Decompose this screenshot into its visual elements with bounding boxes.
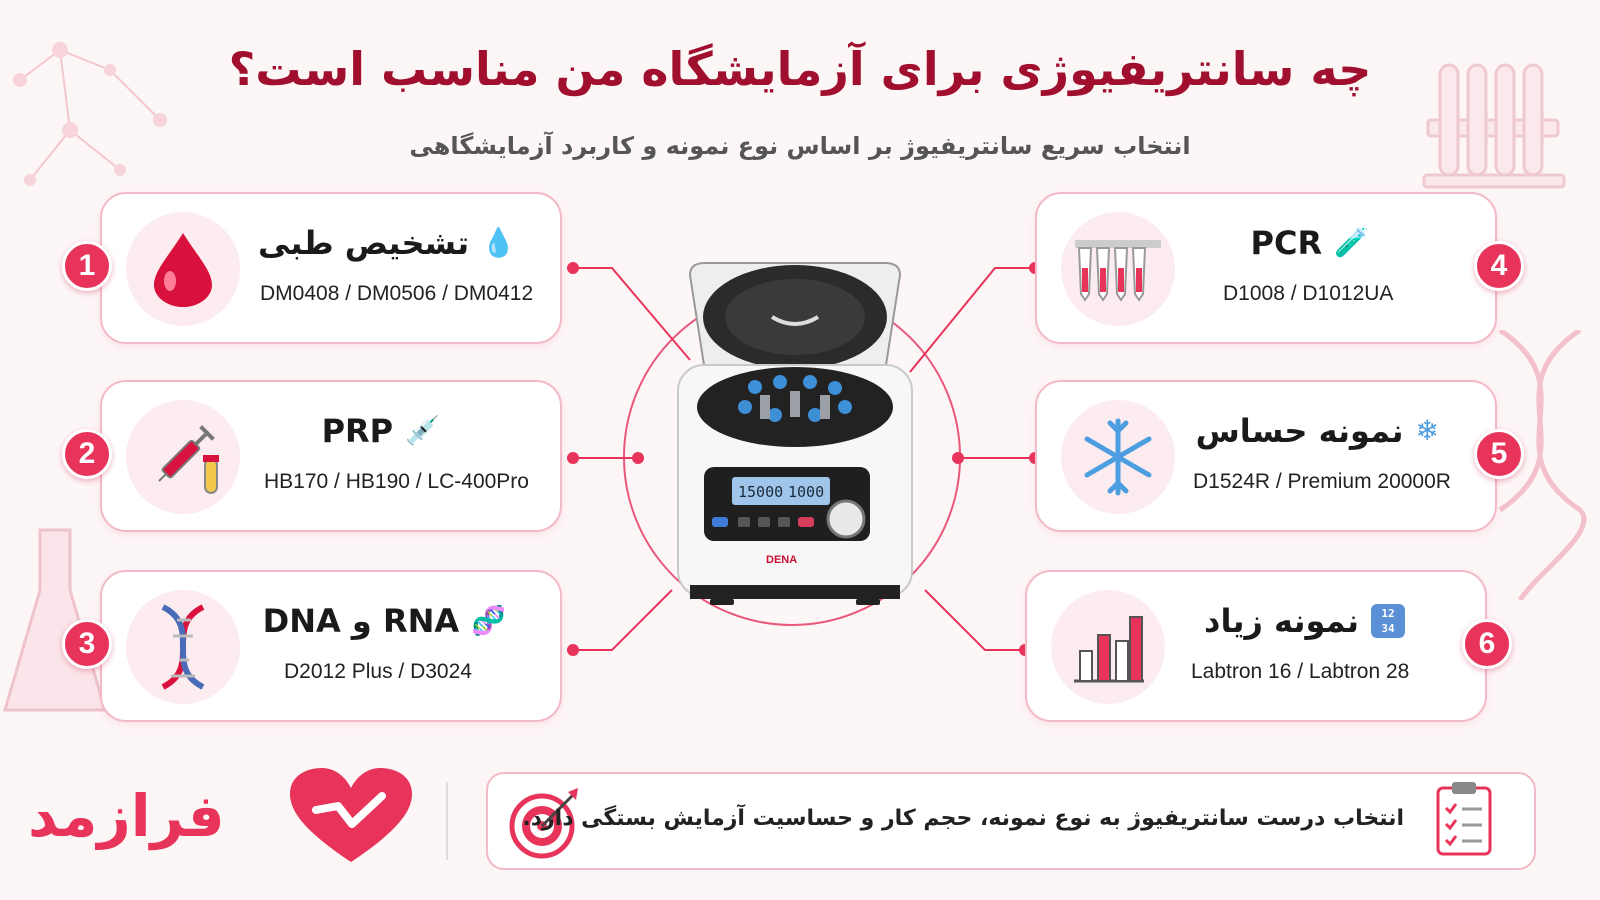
device-brand: DENA <box>766 554 797 566</box>
bar-chart-icon <box>1074 616 1144 683</box>
dna-icon <box>161 604 205 690</box>
syringe-icon-circle <box>126 400 240 514</box>
small-syringe-icon: 💉 <box>405 414 440 447</box>
brand-name: فرازمد <box>28 782 225 850</box>
blood-drop-icon <box>154 233 212 307</box>
badge-number-5: 5 <box>1474 429 1524 479</box>
dna-icon-circle <box>126 590 240 704</box>
footer-note: انتخاب درست سانتریفیوژ به نوع نمونه، حجم… <box>522 806 1404 831</box>
heart-logo-icon <box>290 768 412 862</box>
card-models: D1008 / D1012UA <box>1223 282 1394 305</box>
badge-number-1: 1 <box>62 241 112 291</box>
card-dna-rna[interactable]: 🧬 RNA و DNA D2012 Plus / D3024 <box>100 570 562 722</box>
card-sensitive-sample[interactable]: ❄ نمونه حساس D1524R / Premium 20000R <box>1035 380 1497 532</box>
dna-decoration <box>1498 330 1587 600</box>
card-title: PCR <box>1250 224 1323 262</box>
badge-number-3: 3 <box>62 619 112 669</box>
test-tube-rack-decoration <box>1422 63 1566 189</box>
card-title: RNA و DNA <box>262 602 460 640</box>
blood-drop-icon-circle <box>126 212 240 326</box>
small-blood-drop-icon: 💧 <box>481 226 516 259</box>
small-dna-icon: 🧬 <box>471 604 506 637</box>
snowflake-icon <box>1084 418 1152 496</box>
centrifuge-illustration: 15000 1000 DENA <box>677 262 913 605</box>
card-pcr[interactable]: 🧪 PCR D1008 / D1012UA <box>1035 192 1497 344</box>
footer-note-box: انتخاب درست سانتریفیوژ به نوع نمونه، حجم… <box>486 772 1536 870</box>
card-models: DM0408 / DM0506 / DM0412 <box>260 282 534 305</box>
page-subtitle: انتخاب سریع سانتریفیوژ بر اساس نوع نمونه… <box>409 132 1191 160</box>
card-title: PRP <box>321 412 394 450</box>
card-title: نمونه حساس <box>1195 412 1404 450</box>
badge-number-4: 4 <box>1474 241 1524 291</box>
card-models: Labtron 16 / Labtron 28 <box>1191 660 1410 683</box>
pcr-tubes-icon-circle <box>1061 212 1175 326</box>
badge-number-2: 2 <box>62 429 112 479</box>
card-prp[interactable]: 💉 PRP HB170 / HB190 / LC-400Pro <box>100 380 562 532</box>
brand-logo: فرازمد <box>28 760 418 870</box>
page-title: چه سانتریفیوژی برای آزمایشگاه من مناسب ا… <box>228 42 1372 96</box>
footer-divider <box>446 782 448 860</box>
small-snowflake-icon: ❄ <box>1415 414 1439 447</box>
card-title: نمونه زیاد <box>1204 602 1359 640</box>
pcr-tubes-icon <box>1075 240 1161 302</box>
card-models: D2012 Plus / D3024 <box>284 660 472 683</box>
molecule-decoration <box>13 42 167 186</box>
snowflake-icon-circle <box>1061 400 1175 514</box>
card-title: تشخیص طبی <box>258 224 470 262</box>
badge-number-6: 6 <box>1462 619 1512 669</box>
small-test-tube-icon: 🧪 <box>1334 226 1369 259</box>
card-models: HB170 / HB190 / LC-400Pro <box>264 470 529 493</box>
bar-chart-icon-circle <box>1051 590 1165 704</box>
card-medical-diagnosis[interactable]: 💧 تشخیص طبی DM0408 / DM0506 / DM0412 <box>100 192 562 344</box>
syringe-icon <box>158 425 219 494</box>
target-icon <box>509 788 578 859</box>
device-display-right: 1000 <box>788 483 824 501</box>
card-models: D1524R / Premium 20000R <box>1193 470 1451 493</box>
clipboard-checklist-icon <box>1436 782 1492 856</box>
device-display-left: 15000 <box>738 483 783 501</box>
